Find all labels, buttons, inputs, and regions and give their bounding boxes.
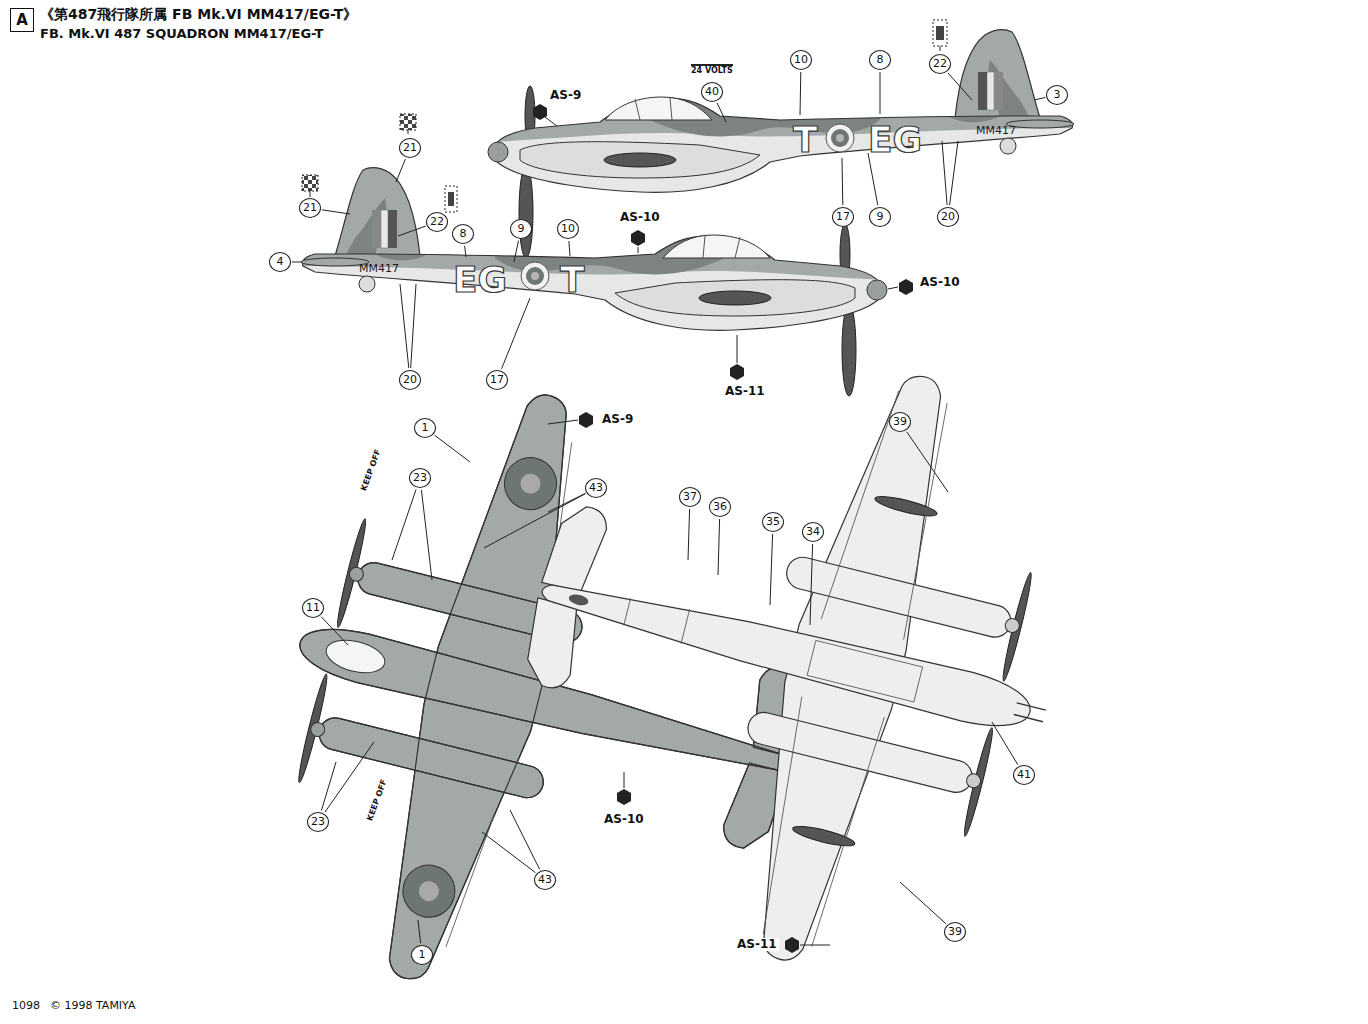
leader-line — [1034, 98, 1045, 101]
callout-number: 1 — [411, 945, 433, 965]
leader-line — [942, 141, 947, 205]
callout-number: 4 — [269, 252, 291, 272]
callout-number: 8 — [869, 50, 891, 70]
callout-number: 43 — [585, 478, 607, 498]
callout-number: 10 — [557, 219, 579, 239]
callout-number: 3 — [1046, 85, 1068, 105]
callout-number: 20 — [937, 207, 959, 227]
title: 《第487飛行隊所属 FB Mk.VI MM417/EG-T》 — [40, 7, 357, 22]
section-letter-box: A — [10, 8, 34, 32]
leader-line — [435, 435, 470, 462]
leader-line — [484, 494, 585, 548]
leader-line — [569, 241, 570, 256]
leader-line — [718, 519, 720, 575]
leader-line — [418, 920, 421, 943]
serial-number: MM417 — [359, 263, 399, 275]
stencil-text: KEEP OFF — [360, 448, 383, 492]
callout-number: 21 — [399, 138, 421, 158]
leader-line — [396, 159, 405, 182]
callout-number: 21 — [299, 198, 321, 218]
leader-line — [800, 72, 802, 115]
section-letter: A — [16, 11, 28, 29]
leader-line — [325, 742, 374, 812]
leader-line — [717, 103, 726, 122]
serial-number: MM417 — [976, 125, 1016, 137]
leader-line — [400, 284, 409, 368]
code-letters: EG — [868, 120, 922, 160]
callout-number: 17 — [486, 370, 508, 390]
leader-line — [421, 490, 432, 580]
leader-line — [688, 509, 690, 560]
leader-line — [482, 832, 536, 873]
callout-number: 9 — [510, 219, 532, 239]
leader-line — [900, 882, 946, 924]
leader-line — [292, 262, 302, 263]
callout-number: 23 — [409, 468, 431, 488]
callout-number: 11 — [302, 598, 324, 618]
stencil-text: 24 VOLTS — [691, 64, 733, 76]
adhesive-sticker-code: AS-11 — [723, 385, 767, 398]
callout-number: 20 — [399, 370, 421, 390]
callout-number: 40 — [701, 82, 723, 102]
callout-number: 39 — [944, 922, 966, 942]
callout-number: 17 — [832, 207, 854, 227]
adhesive-sticker-code: AS-11 — [735, 938, 779, 951]
leader-line — [321, 617, 348, 645]
code-letters: T — [560, 260, 585, 300]
callout-number: 39 — [889, 412, 911, 432]
leader-line — [907, 432, 948, 492]
code-letters: T — [793, 120, 818, 160]
leader-line — [321, 762, 336, 811]
callout-number: 9 — [869, 207, 891, 227]
callout-number: 43 — [534, 870, 556, 890]
callout-number: 1 — [414, 418, 436, 438]
adhesive-sticker-code: AS-10 — [602, 813, 646, 826]
leader-line — [810, 544, 813, 625]
leader-line — [770, 534, 773, 605]
callout-number: 23 — [307, 812, 329, 832]
footer-text: 1098 — [12, 1000, 40, 1012]
callout-number: 36 — [709, 497, 731, 517]
leader-line — [322, 210, 350, 214]
leader-line — [868, 153, 878, 205]
footer-text: © 1998 TAMIYA — [50, 1000, 136, 1012]
adhesive-sticker-code: AS-10 — [618, 211, 662, 224]
callout-number: 41 — [1013, 765, 1035, 785]
leader-line — [465, 246, 466, 257]
leader-line — [510, 810, 540, 869]
subtitle: FB. Mk.VI 487 SQUADRON MM417/EG-T — [40, 27, 323, 41]
callout-number: 37 — [679, 487, 701, 507]
leader-line — [992, 722, 1018, 765]
callout-number: 22 — [929, 54, 951, 74]
code-letters: EG — [453, 260, 507, 300]
callout-number: 10 — [790, 50, 812, 70]
leader-line — [880, 72, 881, 114]
leader-line — [502, 298, 531, 369]
callout-number: 34 — [802, 522, 824, 542]
leader-line — [411, 284, 416, 368]
adhesive-sticker-code: AS-9 — [600, 413, 635, 426]
adhesive-sticker-code: AS-9 — [548, 89, 583, 102]
callout-number: 22 — [426, 212, 448, 232]
leader-line — [514, 241, 519, 262]
leader-line — [842, 158, 844, 205]
leader-line — [950, 141, 958, 205]
stencil-text: KEEP OFF — [366, 778, 389, 822]
adhesive-sticker-code: AS-10 — [918, 276, 962, 289]
callout-number: 35 — [762, 512, 784, 532]
leader-line — [398, 226, 426, 236]
leader-line — [392, 489, 416, 560]
callout-number: 8 — [452, 224, 474, 244]
leader-line — [948, 73, 972, 100]
